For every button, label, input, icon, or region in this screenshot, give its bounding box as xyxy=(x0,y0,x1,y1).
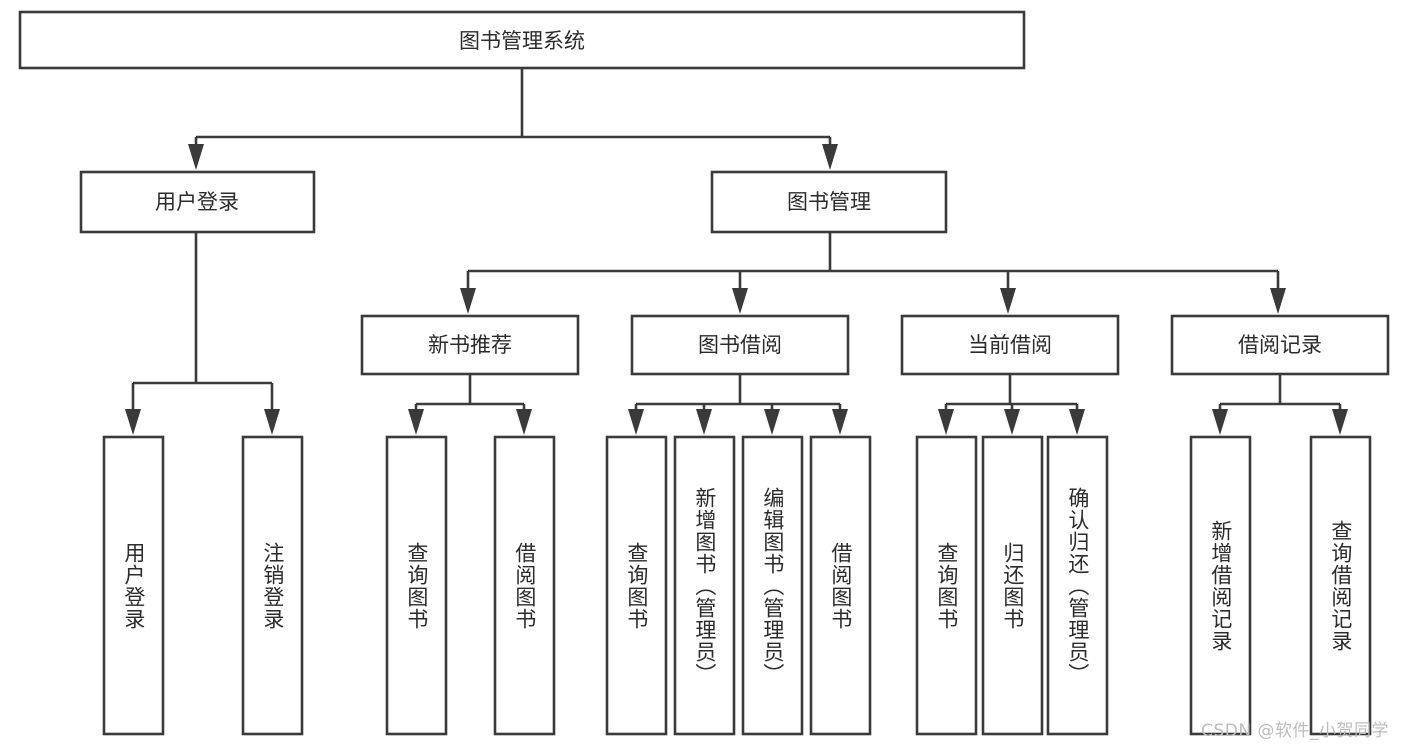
node-root-label: 图书管理系统 xyxy=(459,29,585,53)
leaf-box-borrow-record-1[interactable] xyxy=(1309,435,1372,736)
leaf-box-book-borrow-0[interactable] xyxy=(605,435,668,736)
csdn-watermark: CSDN @软件_小贺同学 xyxy=(1201,721,1389,741)
leaf-box-current-borrow-1[interactable] xyxy=(981,435,1044,736)
node-new-book-recommend-label: 新书推荐 xyxy=(428,333,512,357)
node-root-box[interactable] xyxy=(18,10,1026,70)
leaf-box-book-borrow-1[interactable] xyxy=(673,435,736,736)
node-user-login-label: 用户登录 xyxy=(155,190,239,214)
leaf-box-user-login-1[interactable] xyxy=(241,435,304,736)
node-book-borrow-box[interactable] xyxy=(630,314,850,376)
leaf-box-book-borrow-3[interactable] xyxy=(809,435,872,736)
node-current-borrow-box[interactable] xyxy=(900,314,1120,376)
connector-currentborrow-to-leaves xyxy=(938,374,1085,435)
leaf-box-borrow-record-0[interactable] xyxy=(1189,435,1252,736)
node-book-borrow-label: 图书借阅 xyxy=(698,333,782,357)
connector-root-to-level2 xyxy=(188,68,838,170)
node-book-management-box[interactable] xyxy=(710,170,948,234)
leaf-box-new-book-0[interactable] xyxy=(385,435,448,736)
connector-newbook-to-leaves xyxy=(408,374,532,435)
connector-borrowrecord-to-leaves xyxy=(1212,374,1348,435)
node-current-borrow-label: 当前借阅 xyxy=(968,333,1052,357)
leaf-box-new-book-1[interactable] xyxy=(493,435,556,736)
connector-bookborrow-to-leaves xyxy=(628,374,848,435)
connector-bookmgmt-to-level3 xyxy=(460,232,1286,314)
node-new-book-recommend-box[interactable] xyxy=(360,314,580,376)
connector-userlogin-to-leaves xyxy=(125,232,280,435)
node-book-management-label: 图书管理 xyxy=(787,190,871,214)
leaf-box-current-borrow-2[interactable] xyxy=(1046,435,1109,736)
node-borrow-record-box[interactable] xyxy=(1170,314,1390,376)
node-borrow-record-label: 借阅记录 xyxy=(1238,333,1322,357)
leaf-box-book-borrow-2[interactable] xyxy=(741,435,804,736)
leaf-box-current-borrow-0[interactable] xyxy=(915,435,978,736)
node-user-login-box[interactable] xyxy=(79,170,316,234)
leaf-box-user-login-0[interactable] xyxy=(102,435,165,736)
